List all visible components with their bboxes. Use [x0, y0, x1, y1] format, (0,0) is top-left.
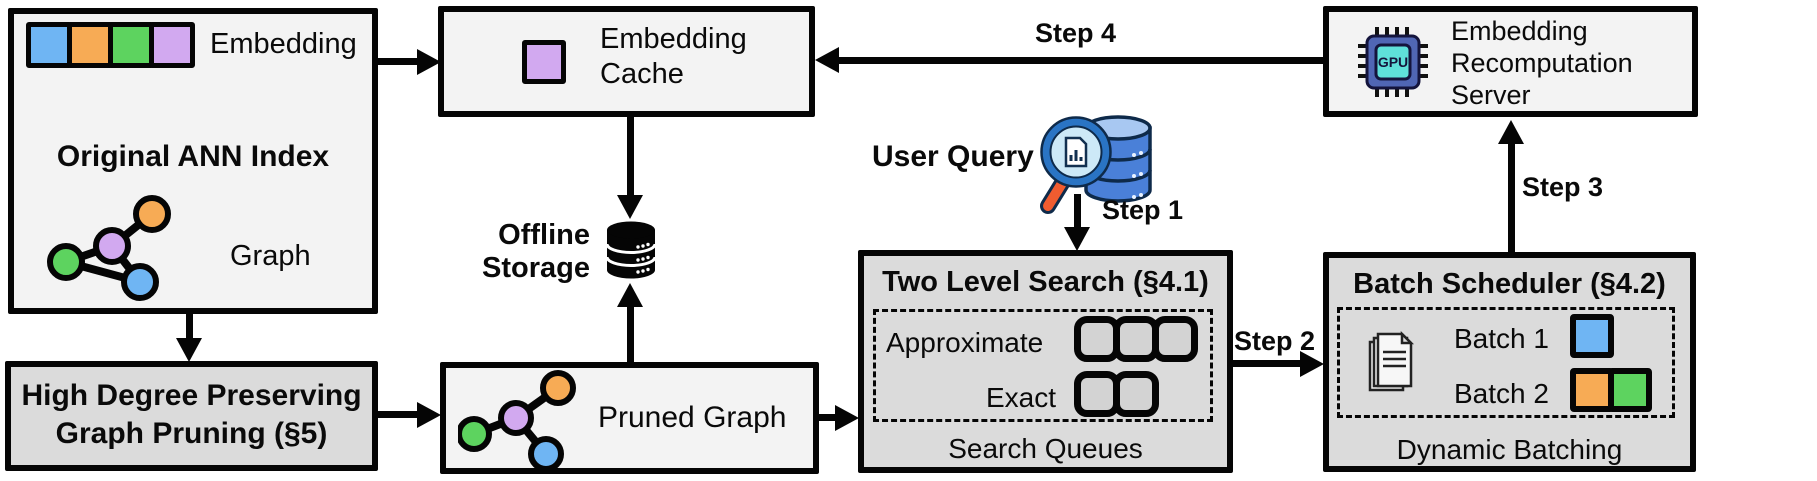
arrow-step-1: [1074, 194, 1081, 229]
arrowhead-step-3: [1498, 120, 1524, 144]
query-magnifier-database-icon: [1040, 115, 1152, 214]
approximate-queue-slots: [1074, 316, 1198, 362]
batch-1-cells: [1570, 314, 1614, 358]
embedding-cache-box: Embedding Cache: [438, 6, 815, 117]
embedding-cache-label: Embedding Cache: [600, 23, 747, 90]
arrowhead-step-4: [815, 47, 839, 73]
two-level-search-title: Two Level Search (§4.1): [882, 266, 1209, 298]
arrowhead-pruning-to-pruned: [417, 402, 441, 428]
two-level-search-box: Two Level Search (§4.1) Approximate Exac…: [858, 250, 1233, 473]
arrow-ann-to-pruning: [186, 314, 193, 340]
documents-icon: [1368, 330, 1415, 392]
step-4-label: Step 4: [1035, 18, 1117, 48]
graph-pruning-box: High Degree Preserving Graph Pruning (§5…: [5, 361, 378, 471]
graph-icon: [47, 195, 171, 301]
gpu-chip-text: GPU: [1378, 54, 1408, 70]
batch-cell-green: [1608, 368, 1652, 412]
recomputation-server-box: GPU Embedding Recomputation Server: [1323, 6, 1698, 117]
cached-embedding-cell: [522, 40, 566, 84]
step-3-label: Step 3: [1522, 172, 1604, 202]
arrow-pruned-to-storage: [627, 305, 634, 362]
step-2-label: Step 2: [1234, 326, 1316, 356]
queue-slot: [1113, 371, 1159, 417]
graph-pruning-title: High Degree Preserving Graph Pruning (§5…: [21, 379, 362, 450]
queue-slot: [1152, 316, 1198, 362]
arrow-pruned-to-search: [819, 414, 838, 421]
embedding-cell-orange: [67, 22, 113, 68]
pruned-graph-box: Pruned Graph: [440, 362, 819, 474]
user-query-label: User Query: [872, 140, 1034, 173]
arrowhead-step-1: [1064, 227, 1090, 251]
arrowhead-ann-to-cache: [417, 49, 441, 75]
embedding-cell-blue: [26, 22, 72, 68]
offline-storage-label: Offline Storage: [482, 219, 590, 284]
embedding-label: Embedding: [210, 28, 357, 60]
embedding-cell-purple: [149, 22, 195, 68]
batch-cell-blue: [1570, 314, 1614, 358]
step-1-label: Step 1: [1102, 195, 1184, 225]
batch-2-cells: [1570, 368, 1652, 412]
arrowhead-step-2: [1300, 351, 1324, 377]
arrowhead-ann-to-pruning: [176, 338, 202, 362]
embedding-cell-green: [108, 22, 154, 68]
arrow-cache-to-storage: [627, 117, 634, 197]
arrow-pruning-to-pruned: [378, 411, 420, 418]
arrowhead-pruned-to-storage: [617, 283, 643, 307]
search-queues-caption: Search Queues: [948, 433, 1143, 464]
recomputation-server-label: Embedding Recomputation Server: [1451, 16, 1633, 110]
embedding-vector-icon: [26, 22, 195, 68]
exact-label: Exact: [986, 382, 1057, 413]
graph-label: Graph: [230, 240, 311, 272]
arrow-step-4: [837, 57, 1323, 64]
arrow-step-2: [1233, 360, 1303, 367]
arrowhead-pruned-to-search: [835, 405, 859, 431]
arrow-step-3: [1508, 142, 1515, 252]
original-ann-index-title: Original ANN Index: [56, 140, 330, 173]
exact-queue-slots: [1074, 371, 1159, 417]
pruned-graph-icon: [458, 370, 576, 468]
approximate-label: Approximate: [886, 327, 1044, 358]
pruned-graph-label: Pruned Graph: [598, 401, 787, 434]
arrowhead-cache-to-storage: [617, 195, 643, 219]
batch-scheduler-box: Batch Scheduler (§4.2) Batch 1 Ba: [1323, 252, 1696, 472]
gpu-chip-icon: GPU: [1358, 27, 1428, 97]
arrow-ann-to-cache: [378, 58, 420, 65]
dynamic-batching-caption: Dynamic Batching: [1396, 434, 1623, 465]
batch-2-label: Batch 2: [1454, 378, 1549, 409]
search-queues-panel: Approximate Exact: [873, 309, 1213, 422]
batch-scheduler-title: Batch Scheduler (§4.2): [1353, 268, 1666, 300]
dynamic-batching-panel: Batch 1 Batch 2: [1337, 307, 1675, 418]
batch-1-label: Batch 1: [1454, 323, 1549, 354]
offline-storage-database-icon: [605, 221, 657, 279]
original-ann-index-box: Embedding Original ANN Index Graph: [8, 8, 378, 314]
